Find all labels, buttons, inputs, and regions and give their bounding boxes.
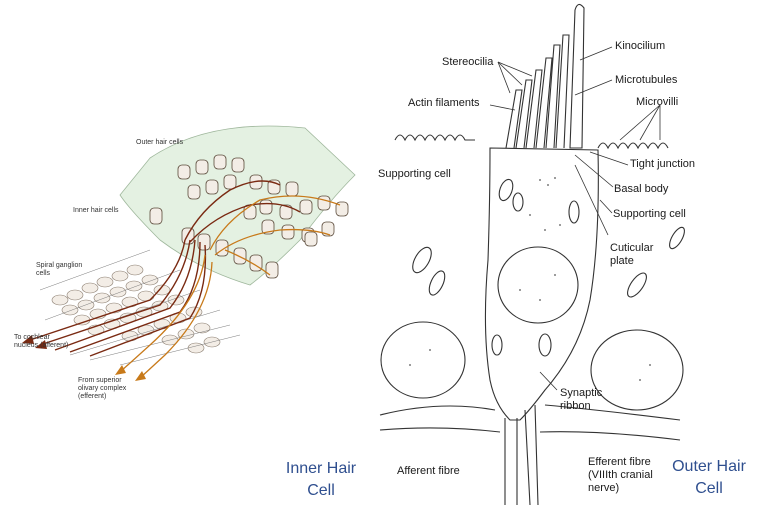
efferent-line-2: (VIIIth cranial [588, 469, 653, 481]
label-efferent-fibre: Efferent fibre (VIIIth cranial nerve) [588, 456, 653, 495]
label-afferent-fibre: Afferent fibre [397, 465, 460, 477]
mitochondrion [491, 334, 503, 356]
cochlear-line-1: To cochlear [14, 334, 50, 341]
kinocilium [569, 3, 585, 149]
label-tight-junction: Tight junction [630, 158, 696, 170]
cochlear-line-2: nucleus (afferent) [14, 342, 69, 349]
mitochondrion [428, 270, 446, 296]
label-outer-hair-cells: Outer hair cells [136, 139, 184, 146]
olivary-line-2: olivary complex [78, 385, 127, 392]
mitochondrion [669, 226, 685, 250]
spiral-ganglion-line-1: Spiral ganglion [36, 262, 83, 269]
label-basal-body: Basal body [614, 183, 669, 195]
hair-cell-body [484, 147, 599, 421]
label-synaptic-ribbon: Synaptic ribbon [560, 387, 602, 413]
fibre-arrowheads [22, 335, 146, 381]
basilar-membrane [119, 125, 356, 286]
label-from-superior-olivary: From superior olivary complex (efferent) [78, 377, 126, 401]
label-stereocilia: Stereocilia [442, 56, 494, 68]
spiral-ganglion-cluster [51, 264, 221, 354]
supporting-cell-left-body [380, 321, 466, 399]
label-supporting-cell-right: Supporting cell [613, 208, 686, 220]
mitochondrion [498, 178, 514, 202]
label-supporting-cell-left: Supporting cell [378, 168, 451, 180]
mitochondrion [412, 246, 432, 274]
label-microvilli: Microvilli [636, 96, 679, 108]
leader-lines [489, 46, 661, 391]
caption-inner-line-1: Inner Hair [285, 460, 357, 477]
mitochondrion [512, 192, 524, 212]
nucleus [497, 246, 579, 324]
efferent-line-3: nerve) [588, 482, 620, 494]
label-inner-hair-cells: Inner hair cells [73, 207, 119, 214]
synaptic-line-1: Synaptic [560, 387, 603, 399]
efferent-fibre-path [524, 404, 539, 506]
microvilli-right [597, 142, 669, 150]
afferent-fibre-path [504, 418, 518, 505]
olivary-line-3: (efferent) [78, 393, 107, 400]
microvilli-left [394, 134, 475, 142]
cytoplasm-granules [409, 177, 651, 381]
cuticular-line-2: plate [610, 255, 634, 267]
label-actin-filaments: Actin filaments [408, 97, 480, 109]
caption-inner-line-2: Cell [307, 482, 335, 499]
efferent-line-1: Efferent fibre [588, 456, 651, 468]
label-spiral-ganglion: Spiral ganglion cells [36, 262, 82, 278]
caption-outer-line-2: Cell [695, 480, 723, 497]
basement-membrane [379, 404, 681, 441]
mitochondrion [627, 272, 647, 298]
caption-inner-hair-cell: Inner Hair Cell [276, 458, 366, 502]
spiral-ganglion-line-2: cells [36, 270, 51, 277]
caption-outer-line-1: Outer Hair [672, 458, 746, 475]
stereocilia [505, 34, 570, 149]
supporting-cell-right-body [590, 329, 684, 411]
caption-outer-hair-cell: Outer Hair Cell [664, 456, 754, 500]
label-cuticular-plate: Cuticular plate [610, 242, 653, 268]
olivary-line-1: From superior [78, 377, 122, 384]
label-kinocilium: Kinocilium [615, 40, 666, 52]
label-to-cochlear-nucleus: To cochlear nucleus (afferent) [14, 334, 68, 350]
mitochondrion [538, 333, 552, 357]
synaptic-line-2: ribbon [560, 400, 591, 412]
cuticular-line-1: Cuticular [610, 242, 654, 254]
efferent-fibres [119, 195, 341, 379]
mitochondrion [568, 200, 580, 224]
label-microtubules: Microtubules [615, 74, 678, 86]
